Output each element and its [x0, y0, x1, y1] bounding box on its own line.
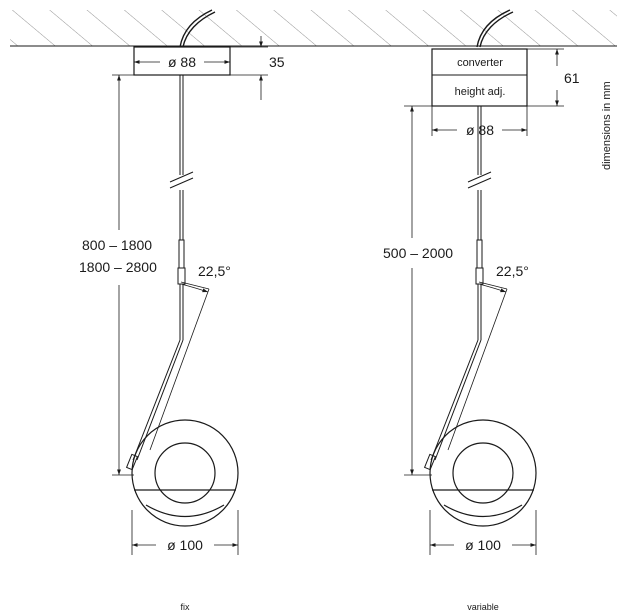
fix-caption: fix: [181, 602, 191, 612]
variable-height-adj-label: height adj.: [455, 86, 506, 98]
variable-canopy-height: 61: [564, 70, 580, 86]
variable-converter-label: converter: [457, 57, 503, 69]
variable-luminaire: [423, 9, 537, 527]
fix-tilt-angle: 22,5°: [198, 263, 231, 279]
fix-length-range-2: 1800 – 2800: [79, 259, 157, 275]
ceiling: [10, 10, 617, 47]
variable-head-diameter: ø 100: [465, 537, 501, 553]
fix-length-range-1: 800 – 1800: [82, 237, 152, 253]
fix-luminaire: [125, 9, 239, 527]
fix-canopy-diameter: ø 88: [168, 54, 196, 70]
variable-dimensions: [404, 48, 564, 555]
variable-canopy-diameter: ø 88: [466, 122, 494, 138]
units-note: dimensions in mm: [601, 81, 613, 170]
fix-canopy-height: 35: [269, 54, 285, 70]
variable-caption: variable: [467, 602, 499, 612]
fix-dimensions: [112, 36, 268, 555]
variable-length-range: 500 – 2000: [383, 245, 453, 261]
variable-tilt-angle: 22,5°: [496, 263, 529, 279]
fix-head-diameter: ø 100: [167, 537, 203, 553]
variable-canopy: [431, 48, 528, 107]
